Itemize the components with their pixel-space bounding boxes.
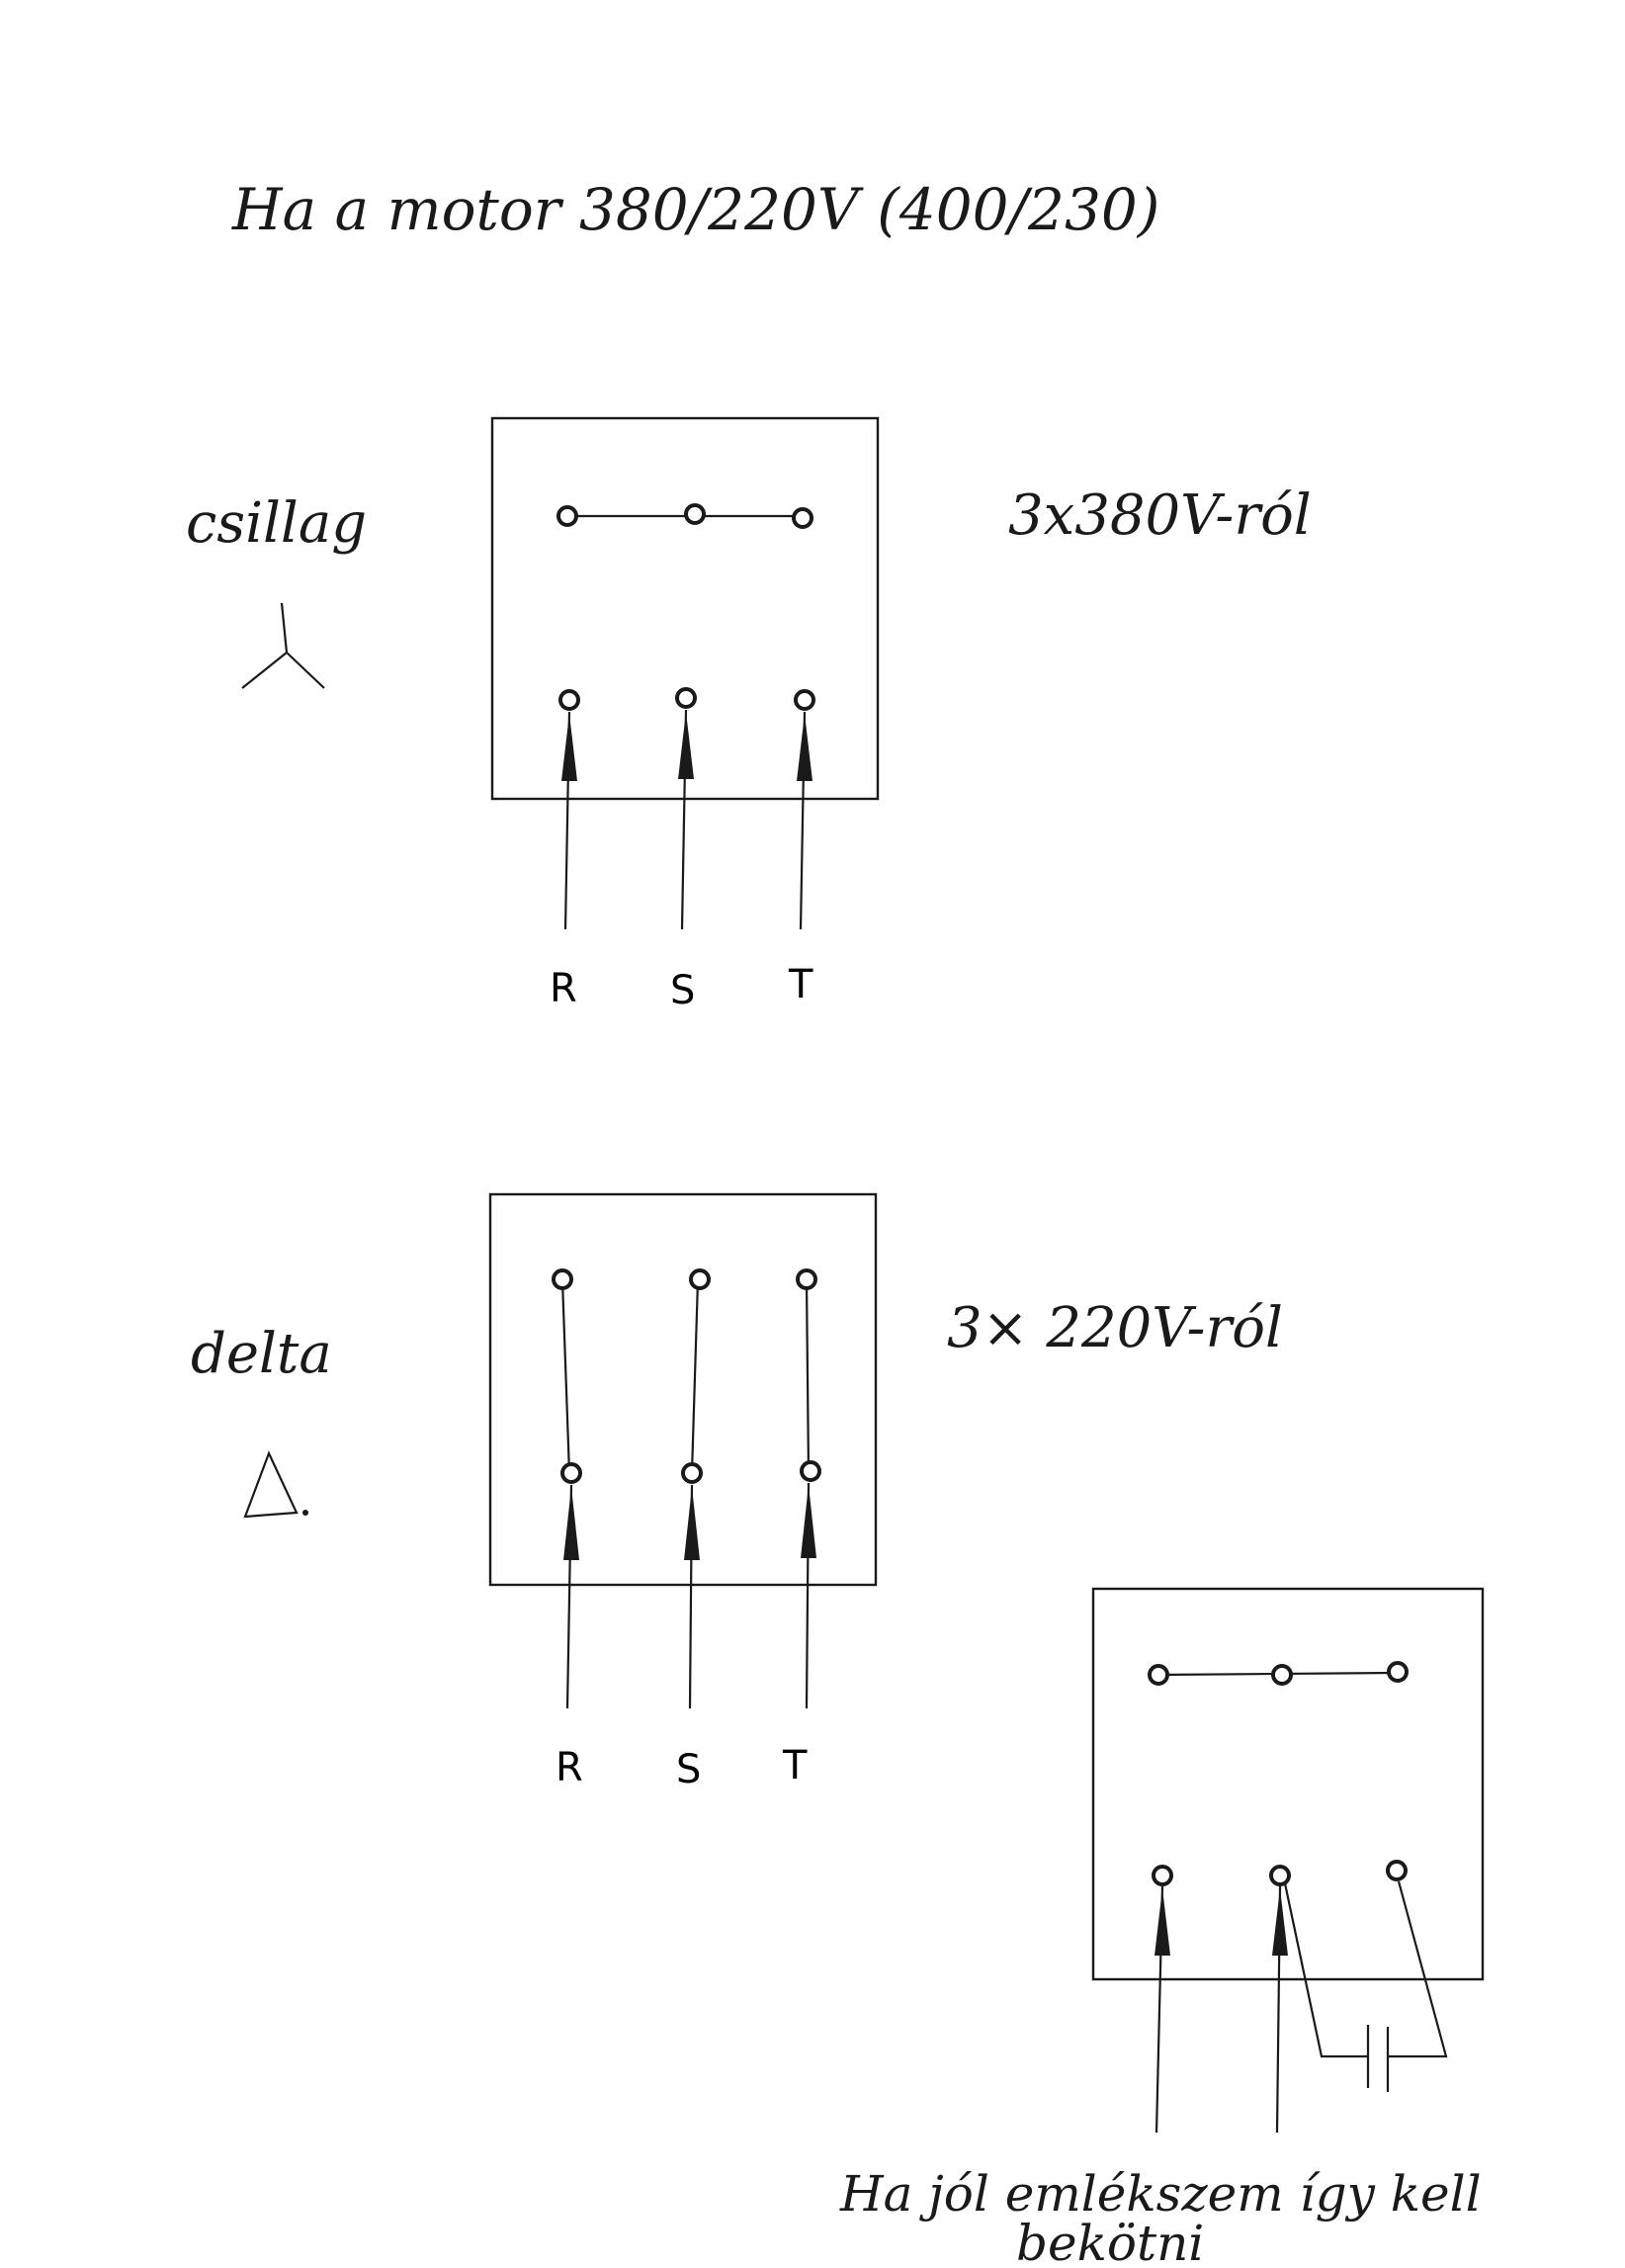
star-phase-t: T bbox=[788, 962, 813, 1007]
terminal-delta-top-1 bbox=[552, 1268, 573, 1290]
delta-label: delta bbox=[191, 1322, 332, 1386]
terminal-cap-top-3 bbox=[1387, 1661, 1409, 1683]
delta-bridge-1 bbox=[560, 1279, 571, 1474]
capacitor-terminal-box bbox=[1091, 1587, 1485, 1981]
star-label: csillag bbox=[186, 491, 367, 556]
star-symbol-icon bbox=[241, 602, 325, 689]
terminal-cap-bottom-3 bbox=[1386, 1860, 1408, 1881]
star-phase-s: S bbox=[670, 968, 695, 1013]
delta-phase-s: S bbox=[676, 1747, 701, 1792]
terminal-cap-bottom-1 bbox=[1152, 1865, 1173, 1886]
capacitor-note: Ha jól emlékszem így kell bbox=[839, 2165, 1482, 2223]
delta-terminal-box bbox=[488, 1192, 878, 1587]
terminal-star-top-2 bbox=[684, 503, 706, 525]
terminal-delta-bottom-3 bbox=[800, 1460, 821, 1482]
terminal-delta-top-2 bbox=[689, 1268, 711, 1290]
page-title: Ha a motor 380/220V (400/230) bbox=[231, 176, 1159, 243]
delta-bridge-2 bbox=[690, 1279, 700, 1474]
terminal-star-bottom-2 bbox=[675, 687, 697, 709]
star-phase-r: R bbox=[550, 966, 577, 1011]
star-supply-label: 3x380V-ról bbox=[1008, 483, 1312, 548]
terminal-cap-bottom-2 bbox=[1269, 1865, 1291, 1886]
delta-supply-leads bbox=[563, 1482, 816, 1709]
capacitor-leads bbox=[1155, 1880, 1448, 2134]
terminal-star-bottom-3 bbox=[794, 689, 815, 711]
terminal-delta-bottom-2 bbox=[681, 1462, 703, 1484]
terminal-cap-top-1 bbox=[1148, 1664, 1169, 1686]
star-supply-leads bbox=[561, 709, 812, 930]
terminal-star-bottom-1 bbox=[558, 689, 580, 711]
delta-supply-label: 3× 220V-ról bbox=[947, 1296, 1283, 1360]
capacitor-note-line2: bekötni bbox=[1016, 2215, 1204, 2268]
delta-bridge-3 bbox=[805, 1279, 811, 1474]
terminal-cap-top-2 bbox=[1271, 1664, 1293, 1686]
terminal-delta-bottom-1 bbox=[560, 1462, 582, 1484]
delta-phase-t: T bbox=[782, 1743, 808, 1788]
terminal-star-top-1 bbox=[556, 505, 578, 527]
terminal-delta-top-3 bbox=[796, 1268, 817, 1290]
delta-symbol-icon bbox=[243, 1450, 308, 1519]
capacitor-icon bbox=[1366, 2025, 1390, 2092]
terminal-star-top-3 bbox=[792, 507, 813, 529]
delta-phase-r: R bbox=[556, 1745, 583, 1790]
